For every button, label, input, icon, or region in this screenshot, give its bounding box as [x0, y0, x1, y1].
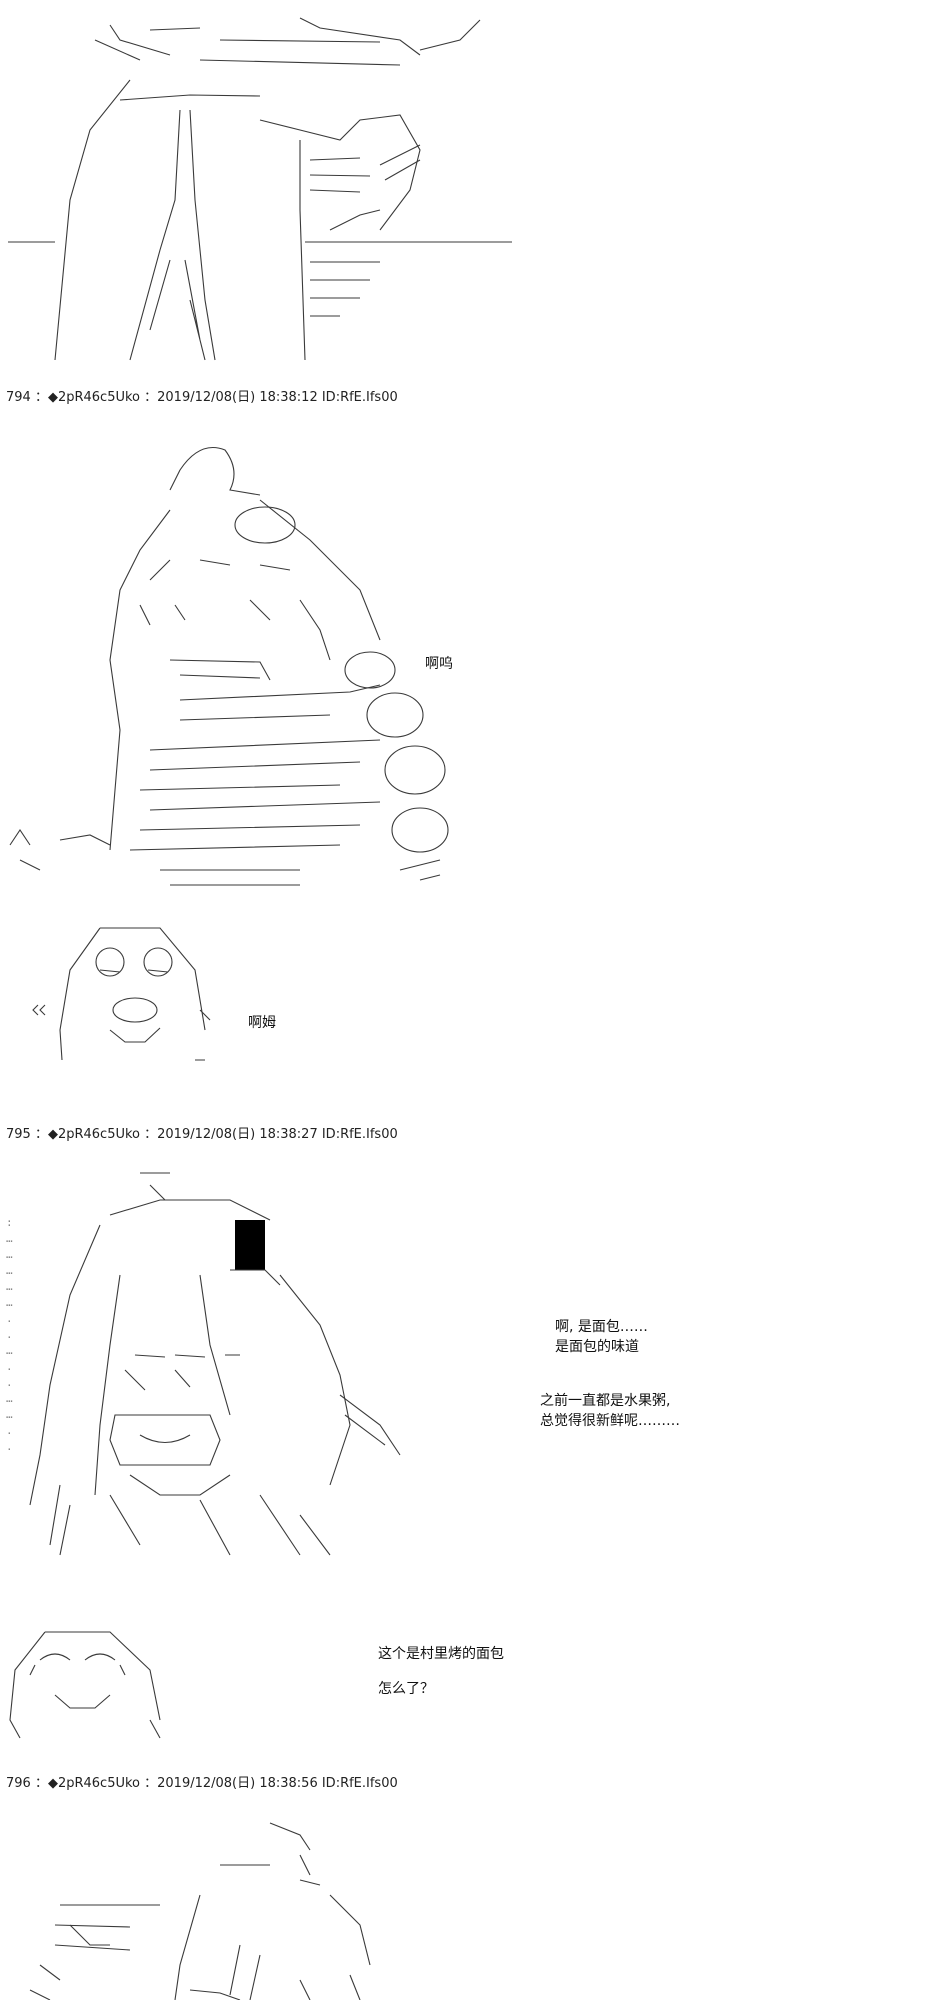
speech-line: 总觉得很新鲜呢……… — [540, 1413, 680, 1429]
speech-line: 啊呜 — [425, 656, 453, 672]
speech-line: 之前一直都是水果粥, — [540, 1393, 671, 1409]
ascii-art-chibi-eating — [0, 910, 240, 1070]
post-header: 795 ：◆2pR46c5Uko ：2019/12/08(日) 18:38:27… — [6, 1127, 398, 1142]
speech-line: 是面包的味道 — [555, 1339, 639, 1355]
side-dots: :……………..…..…….. — [6, 1216, 13, 1453]
speech-line: 这个是村里烤的面包 — [378, 1646, 504, 1662]
ascii-art-bottom-character — [0, 1815, 420, 2000]
ascii-art-eating-character — [0, 430, 460, 900]
speech-line: 啊姆 — [248, 1015, 276, 1031]
post-header: 796 ：◆2pR46c5Uko ：2019/12/08(日) 18:38:56… — [6, 1776, 398, 1791]
post-header: 794 ：◆2pR46c5Uko ：2019/12/08(日) 18:38:12… — [6, 390, 398, 405]
ascii-art-chibi-smile — [0, 1620, 190, 1740]
speech-line: 怎么了？ — [378, 1681, 434, 1697]
ascii-art-table-scene — [0, 0, 520, 370]
ascii-art-holding-bread — [0, 1165, 420, 1565]
speech-line: 啊, 是面包…… — [555, 1319, 648, 1335]
